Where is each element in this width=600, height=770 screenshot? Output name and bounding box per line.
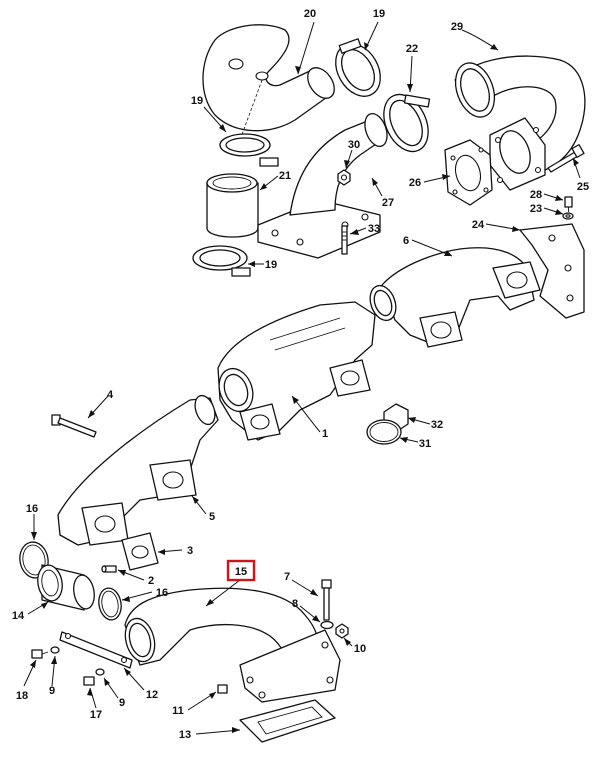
part-12-strap bbox=[59, 631, 133, 669]
part-7-bolt bbox=[321, 579, 332, 621]
highlight-box-callout-15 bbox=[226, 559, 256, 582]
part-23-washer bbox=[562, 212, 574, 220]
part-16-o-ring-right bbox=[98, 587, 122, 621]
part-26-gasket bbox=[444, 139, 493, 206]
part-11-screw bbox=[217, 684, 228, 694]
callout-25: 25 bbox=[577, 181, 589, 193]
part-25-bolt bbox=[547, 144, 585, 173]
part-14-sleeve bbox=[37, 564, 95, 611]
callout-4: 4 bbox=[107, 389, 114, 401]
callout-19-lower: 19 bbox=[265, 259, 277, 271]
part-18-bolt bbox=[31, 649, 49, 659]
callout-22: 22 bbox=[406, 43, 418, 55]
callout-2: 2 bbox=[148, 575, 154, 587]
part-10-nut bbox=[335, 623, 349, 639]
part-19-clamp-middle bbox=[219, 133, 279, 167]
callout-21: 21 bbox=[279, 170, 291, 182]
callout-30: 30 bbox=[348, 139, 360, 151]
callout-12: 12 bbox=[146, 689, 158, 701]
callout-20: 20 bbox=[304, 8, 316, 20]
callout-18: 18 bbox=[16, 690, 28, 702]
callout-17: 17 bbox=[90, 709, 102, 721]
part-24-bracket bbox=[519, 223, 585, 319]
part-19-clamp-lower bbox=[192, 245, 251, 277]
part-9-washer-left bbox=[50, 646, 60, 654]
part-27-elbow-mount bbox=[257, 113, 388, 259]
part-4-bolt bbox=[51, 414, 97, 438]
part-9-washer-right bbox=[95, 668, 105, 676]
part-2-pin bbox=[101, 565, 117, 573]
part-3-gasket bbox=[121, 532, 159, 571]
callout-19-top: 19 bbox=[373, 8, 385, 20]
part-33-stud bbox=[341, 225, 348, 255]
callout-24: 24 bbox=[472, 219, 485, 231]
callout-3: 3 bbox=[187, 545, 193, 557]
part-29-turbo-elbow bbox=[454, 55, 586, 191]
leader-lines bbox=[23, 21, 581, 735]
part-19-clamp-upper bbox=[335, 38, 381, 97]
callout-6: 6 bbox=[403, 235, 409, 247]
part-21-sleeve bbox=[206, 173, 259, 238]
callout-10: 10 bbox=[354, 643, 366, 655]
part-5-front-manifold bbox=[57, 394, 219, 546]
callout-31: 31 bbox=[419, 438, 431, 450]
part-31-o-ring bbox=[366, 419, 402, 445]
part-15-elbow bbox=[124, 587, 341, 703]
callout-13: 13 bbox=[179, 729, 191, 741]
callout-23: 23 bbox=[530, 203, 542, 215]
callout-19-middle: 19 bbox=[191, 95, 203, 107]
callout-16-left: 16 bbox=[26, 503, 38, 515]
callout-8: 8 bbox=[292, 598, 298, 610]
part-8-washer bbox=[320, 620, 334, 630]
callout-26: 26 bbox=[409, 177, 421, 189]
callout-9-left: 9 bbox=[49, 685, 55, 697]
part-28-bolt bbox=[564, 196, 573, 212]
callout-29: 29 bbox=[451, 21, 463, 33]
callout-5: 5 bbox=[209, 511, 215, 523]
part-17-bolt bbox=[83, 676, 95, 686]
part-30-nut bbox=[337, 169, 351, 186]
callout-28: 28 bbox=[530, 189, 542, 201]
callout-11: 11 bbox=[172, 705, 184, 717]
part-22-clamp bbox=[383, 93, 431, 153]
callout-15: 15 bbox=[235, 566, 247, 578]
callout-9-right: 9 bbox=[119, 697, 125, 709]
part-20-crossover-pipe bbox=[202, 24, 335, 141]
part-1-center-manifold bbox=[217, 301, 376, 441]
callout-32: 32 bbox=[431, 419, 443, 431]
part-6-rear-manifold bbox=[369, 247, 541, 348]
callout-1: 1 bbox=[322, 428, 328, 440]
callout-27: 27 bbox=[382, 197, 394, 209]
callout-labels: 20 19 29 22 19 30 21 26 25 27 28 23 24 3… bbox=[12, 8, 589, 741]
callout-16-right: 16 bbox=[156, 587, 168, 599]
callout-7: 7 bbox=[284, 571, 290, 583]
part-13-gasket bbox=[239, 699, 336, 743]
callout-14: 14 bbox=[12, 610, 25, 622]
callout-33: 33 bbox=[368, 223, 380, 235]
